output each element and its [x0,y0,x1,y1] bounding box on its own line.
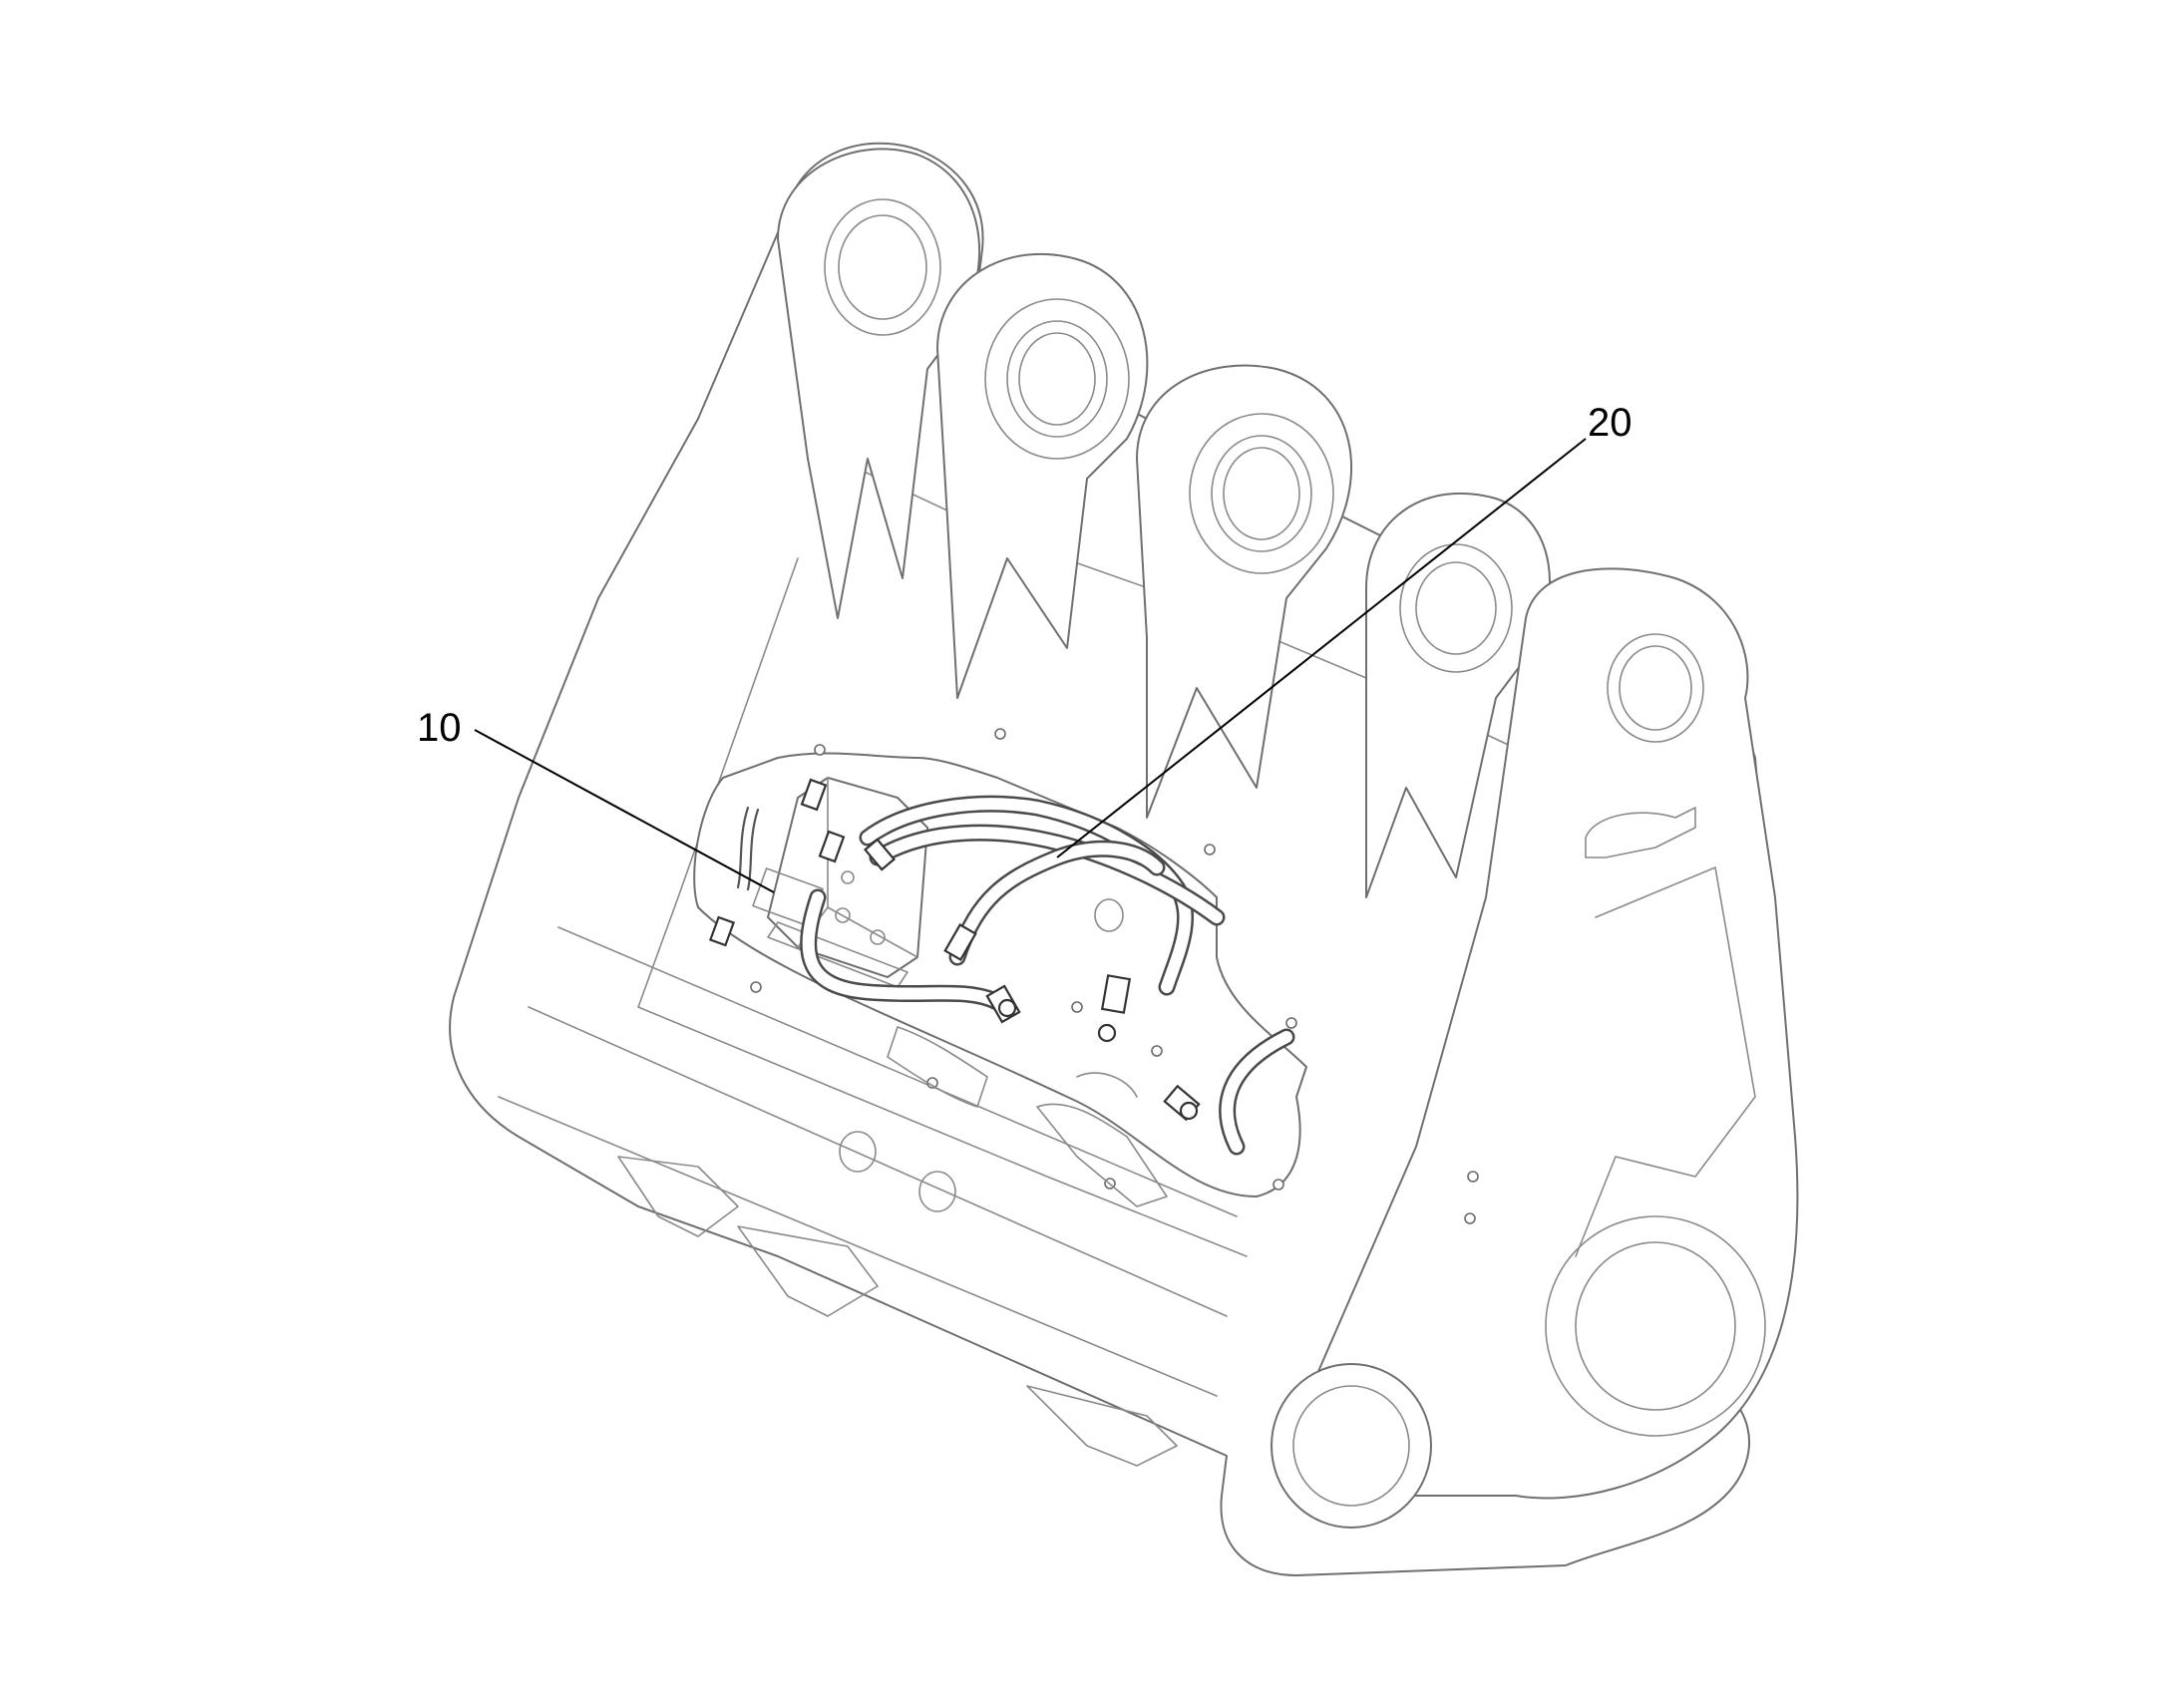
lug-1 [777,148,981,619]
hose-fitting [863,838,897,871]
hose-fitting [943,923,977,961]
callout-label-20: 20 [1588,401,1633,445]
bolt [1464,1212,1476,1224]
callout-10: 10 [417,706,775,893]
hydraulic-hoses [708,778,1295,1156]
callout-20: 20 [1056,401,1633,858]
hose-fitting [818,830,846,863]
leader-line-10 [474,729,775,893]
lug-2 [936,252,1149,699]
lower-pin-boss [1271,1363,1432,1529]
bolt [1204,844,1216,855]
leader-line-20 [1056,438,1587,858]
bolt [1272,1179,1284,1191]
bolt [1151,1045,1163,1057]
right-side-plate [1305,567,1799,1500]
bolt [814,744,826,756]
bolt [1467,1171,1479,1183]
bolt [1071,1001,1083,1013]
bolt [994,728,1006,740]
hose-fitting [1100,974,1132,1014]
lug-3 [1136,364,1353,819]
callout-label-10: 10 [417,706,462,750]
hose-fitting [708,915,736,947]
bolt [750,981,762,993]
hose-fitting [800,778,828,812]
bolt [1285,1017,1297,1029]
